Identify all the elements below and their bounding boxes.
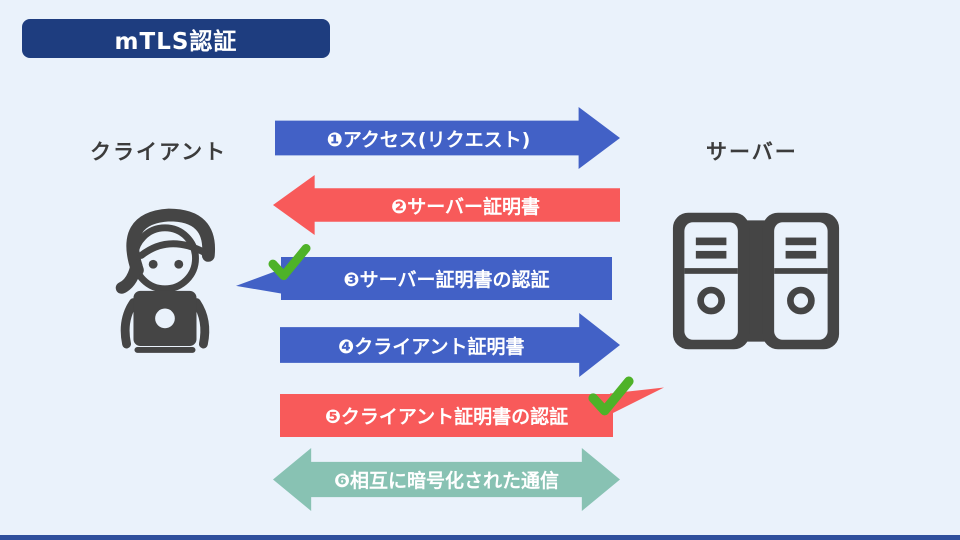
step-2-text: ❷サーバー証明書 [353, 192, 540, 219]
step-5-number: ❺ [324, 406, 341, 428]
step-1-text: ❶アクセス(リクエスト) [327, 125, 568, 152]
client-label: クライアント [90, 140, 228, 164]
client-person-icon [115, 208, 215, 353]
step-6-text: ❻相互に暗号化された通信 [334, 466, 559, 493]
step-5-text: ❺クライアント証明書の認証 [325, 402, 568, 429]
step-6-encrypted-channel-arrow: ❻相互に暗号化された通信 [273, 448, 620, 511]
step-3-number: ❸ [343, 269, 360, 291]
step-1-request-arrow: ❶アクセス(リクエスト) [275, 107, 620, 169]
step-2-server-cert-arrow: ❷サーバー証明書 [273, 175, 620, 235]
step-4-text: ❹クライアント証明書 [338, 332, 562, 359]
step-3-verify-server-cert-box: ❸サーバー証明書の認証 [281, 257, 612, 300]
step-2-label: サーバー証明書 [407, 195, 541, 218]
step-2-number: ❷ [391, 195, 408, 218]
step-4-label: クライアント証明書 [354, 335, 525, 358]
server-label: サーバー [706, 140, 798, 164]
step-3-label: サーバー証明書の認証 [359, 269, 550, 291]
step-1-number: ❶ [326, 128, 343, 151]
step-5-verify-client-cert-box: ❺クライアント証明書の認証 [280, 394, 613, 437]
title-badge: mTLS認証 [22, 19, 330, 58]
checkmark-icon [588, 376, 634, 416]
step-5-label: クライアント証明書の認証 [340, 406, 569, 428]
page-title: mTLS認証 [114, 28, 238, 55]
step-3-text: ❸サーバー証明書の認証 [344, 265, 550, 292]
step-6-label: 相互に暗号化された通信 [350, 470, 560, 492]
step-4-client-cert-arrow: ❹クライアント証明書 [280, 313, 620, 377]
bottom-accent-bar [0, 535, 960, 540]
step-4-number: ❹ [338, 335, 355, 358]
checkmark-icon [268, 243, 311, 281]
step-1-label: アクセス(リクエスト) [342, 128, 531, 151]
step-6-number: ❻ [333, 470, 351, 492]
server-icon [672, 212, 840, 350]
